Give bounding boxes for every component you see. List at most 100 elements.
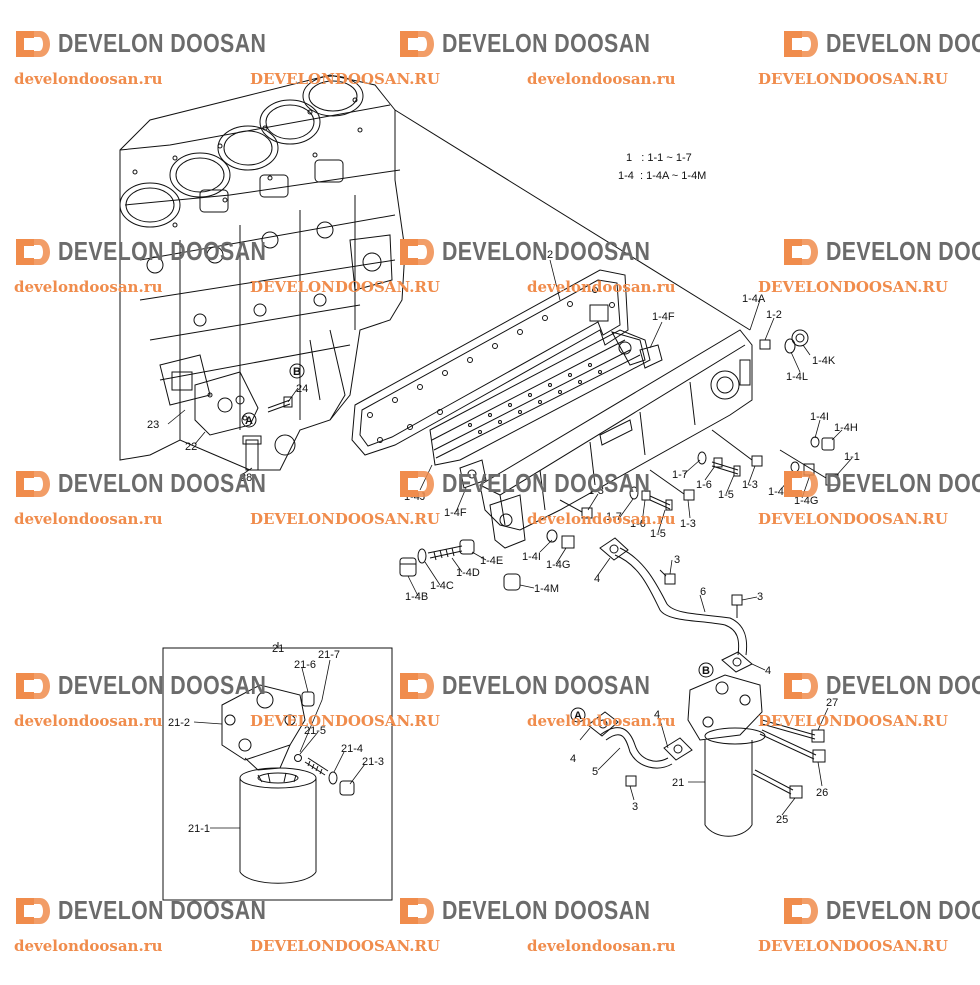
cylinder-bore-3 (217, 125, 279, 171)
label-21-box: 21 (272, 643, 284, 655)
bolt-1-1 (779, 449, 839, 486)
label-4-a: 4 (594, 573, 600, 585)
watermark-site-text: DEVELONDOOSAN.RU (758, 278, 948, 296)
label-6: 6 (700, 586, 706, 598)
watermark-brand-text: DEVELON DOOSAN (826, 236, 980, 266)
label-1-4F-top: 1-4F (652, 311, 675, 323)
filter-head-21-lower (687, 674, 766, 745)
washer-1-7-a (697, 451, 707, 465)
label-1-4M: 1-4M (534, 583, 559, 595)
gasket-1-4F-top (639, 344, 663, 369)
nut-1-6-a (713, 457, 723, 468)
cylinder-bore-4 (259, 99, 321, 145)
watermark-site-text: DEVELONDOOSAN.RU (758, 712, 948, 730)
watermark-brand-text: DEVELON DOOSAN (826, 28, 980, 58)
watermark-brand-text: DEVELON DOOSAN (442, 28, 651, 58)
watermark-brand-text: DEVELON DOOSAN (442, 895, 651, 925)
bolt-3-a (659, 569, 676, 585)
ref-letter: A (574, 710, 582, 722)
watermark-brand-text: DEVELON DOOSAN (442, 236, 651, 266)
label-1-4I-bot: 1-4I (522, 551, 541, 563)
oil-pipe-6 (614, 547, 748, 656)
label-1-3-a: 1-3 (742, 479, 758, 491)
seal-1-4C (417, 548, 427, 564)
bolt-3-b (731, 594, 743, 618)
engine-block (119, 74, 406, 471)
develon-logo-icon (784, 30, 818, 57)
filter-head-21-2 (221, 684, 306, 771)
label-1-4F-bot: 1-4F (444, 507, 467, 519)
watermark-brand: DEVELON DOOSAN (14, 28, 312, 59)
watermark-site-text: develondoosan.ru (527, 712, 676, 730)
label-4-b: 4 (765, 665, 771, 677)
develon-logo-icon (16, 897, 50, 924)
spring-1-4E (459, 539, 475, 555)
watermark-brand: DEVELON DOOSAN (782, 236, 980, 267)
label-1-3-c: 1-3 (680, 518, 696, 530)
develon-logo-icon (16, 238, 50, 265)
bolt-1-3-a (711, 429, 763, 467)
label-1-4K: 1-4K (812, 355, 836, 367)
label-26: 26 (816, 787, 828, 799)
watermark-site-text: develondoosan.ru (527, 278, 676, 296)
watermark-site-text: develondoosan.ru (14, 278, 163, 296)
watermark-brand: DEVELON DOOSAN (14, 670, 312, 701)
label-1-7-a: 1-7 (672, 469, 688, 481)
watermark-brand: DEVELON DOOSAN (398, 895, 696, 926)
watermark-site-text: develondoosan.ru (527, 70, 676, 88)
label-21: 21 (672, 777, 684, 789)
flange-4-c (587, 711, 619, 737)
bolt-1-3-b (559, 499, 593, 519)
ref-circle-B-bottom: B (698, 662, 714, 678)
watermark-brand-text: DEVELON DOOSAN (58, 468, 267, 498)
watermark-brand-text: DEVELON DOOSAN (826, 670, 980, 700)
label-4-c: 4 (570, 753, 576, 765)
label-2: 2 (547, 249, 553, 261)
label-1-4I-r: 1-4I (810, 411, 829, 423)
label-3-b: 3 (757, 591, 763, 603)
gasket-1-4F-bottom (459, 459, 487, 489)
bolt-24 (267, 396, 293, 413)
watermark-brand-text: DEVELON DOOSAN (826, 468, 980, 498)
oil-cooler-housing-1-4A (479, 329, 753, 549)
washer-1-4I-bot (546, 529, 558, 543)
label-21-2: 21-2 (168, 717, 190, 729)
label-27: 27 (826, 697, 838, 709)
bolt-3-c (625, 775, 637, 787)
bolt-26 (759, 729, 826, 763)
label-1-4G-r: 1-4G (794, 495, 818, 507)
develon-logo-icon (400, 238, 434, 265)
label-1-5-a: 1-5 (718, 489, 734, 501)
develon-logo-icon (784, 238, 818, 265)
label-21-1: 21-1 (188, 823, 210, 835)
watermark-site-text: develondoosan.ru (14, 510, 163, 528)
bolt-25 (752, 769, 803, 799)
watermark-brand-text: DEVELON DOOSAN (442, 670, 651, 700)
bolt-27 (761, 719, 825, 743)
watermark-brand: DEVELON DOOSAN (398, 236, 696, 267)
ref-letter: B (293, 366, 301, 378)
watermark-site-text: DEVELONDOOSAN.RU (250, 937, 440, 955)
label-1-4L: 1-4L (786, 371, 808, 383)
label-1-4B: 1-4B (405, 591, 428, 603)
watermark-site-text: DEVELONDOOSAN.RU (250, 510, 440, 528)
label-1-5-b: 1-5 (650, 528, 666, 540)
develon-logo-icon (784, 470, 818, 497)
oil-cooler-core-1-4J (429, 329, 651, 466)
label-3-c: 3 (632, 801, 638, 813)
watermark-brand: DEVELON DOOSAN (782, 670, 980, 701)
develon-logo-icon (400, 30, 434, 57)
stud-1-5-b (649, 495, 673, 511)
ref-circle-A-bottom: A (570, 707, 586, 723)
plug-1-4B (399, 557, 417, 577)
watermark-brand: DEVELON DOOSAN (14, 895, 312, 926)
develon-logo-icon (16, 470, 50, 497)
label-28: 28 (240, 472, 252, 484)
label-22: 22 (185, 441, 197, 453)
gasket-2 (351, 269, 629, 456)
plug-1-4K (791, 329, 809, 347)
stud-1-5-a (711, 461, 741, 477)
develon-logo-icon (784, 897, 818, 924)
label-1-1: 1-1 (844, 451, 860, 463)
